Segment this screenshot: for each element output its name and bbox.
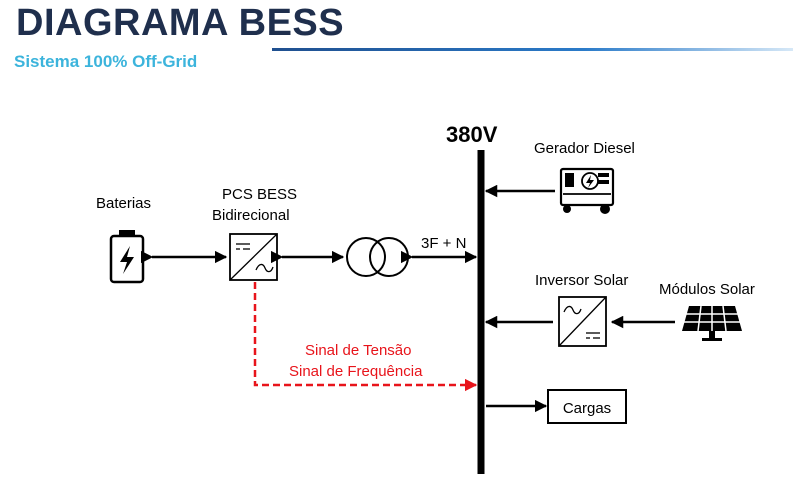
pcs-label-line2: Bidirecional [212,207,290,224]
title-rule [272,48,793,51]
batteries-label: Baterias [96,195,151,212]
signal-label-line1: Sinal de Tensão [305,342,411,359]
modules-label: Módulos Solar [659,281,755,298]
pcs-label-line1: PCS BESS [222,186,297,203]
page-title: DIAGRAMA BESS [16,2,345,44]
inverter-label: Inversor Solar [535,272,628,289]
bus-voltage-label: 380V [446,122,498,147]
transformer-icon [346,237,409,277]
loads-label: Cargas [563,400,611,417]
transformer-connection-label: 3F + N [421,235,466,252]
solar-panel-icon [682,305,742,341]
page-subtitle: Sistema 100% Off-Grid [14,52,198,71]
signal-line [253,282,478,392]
loads-box [547,389,627,424]
solar-inverter-icon [558,296,607,347]
signal-label-line2: Sinal de Frequência [289,363,423,380]
generator-label: Gerador Diesel [534,140,635,157]
generator-icon [559,167,615,214]
pcs-converter-icon [229,233,278,281]
battery-icon [109,230,145,284]
